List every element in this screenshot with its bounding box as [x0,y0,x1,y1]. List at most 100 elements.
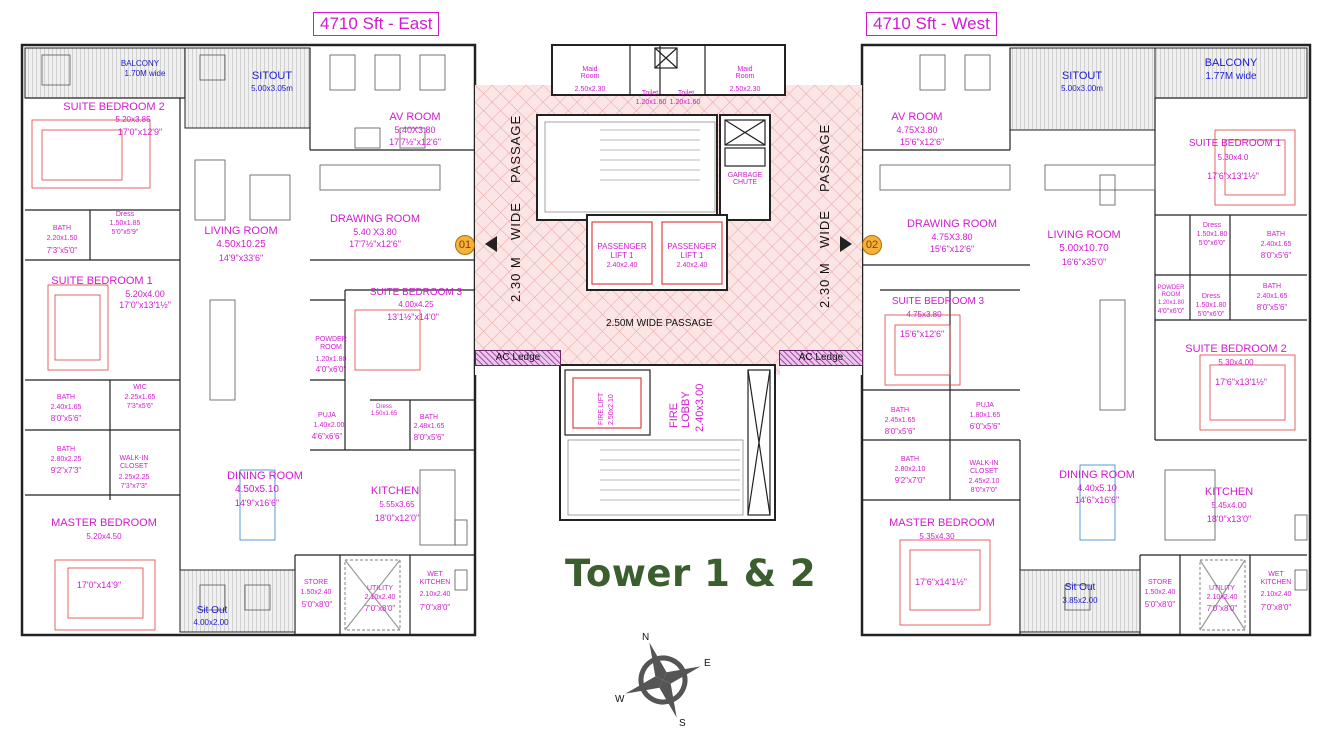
w-av-room-name: AV ROOM [891,111,943,123]
w-drawing-name: DRAWING ROOM [906,218,998,230]
w-dress2-dim: 1.50x1.80 [1195,302,1227,309]
compass-e: E [704,658,711,669]
e-bath4-dim: 2.80x2.25 [50,456,82,463]
e-dress1-dim: 1.50x1.85 [109,220,141,227]
toilet-left-name: Toilet [641,90,659,97]
e-av-room-ft: 17'7½"x12'6" [389,137,441,147]
e-suite1-ft: 17'0"x13'1½" [119,300,171,310]
toilet-right-name: Toilet [677,90,695,97]
w-sitout2-dim: 3.85x2.00 [1062,596,1098,605]
maid-room-right-name: Maid Room [735,66,755,80]
w-powder-dim: 1.20x1.80 [1157,300,1185,306]
e-suite1-name: SUITE BEDROOM 1 [51,275,153,287]
e-bath3-name: BATH [419,414,439,421]
e-wic-name: WIC [133,384,147,391]
e-sitout-dim: 5.00x3.05m [251,84,293,93]
w-powder-name: POWDER ROOM [1157,285,1185,298]
w-bath2-ft: 8'0"x5'6" [1256,303,1288,312]
w-walkin-ft: 8'0"x7'0" [970,487,998,494]
e-utility-dim: 2.10x2.40 [364,594,396,601]
e-walkin-ft: 7'3"x7'3" [120,483,148,490]
maid-room-left-name: Maid Room [580,66,600,80]
compass-icon [625,642,701,718]
w-suite3-name: SUITE BEDROOM 3 [891,296,985,307]
e-bath1-ft: 7'3"x5'0" [46,246,78,255]
w-utility-ft: 7'0"x8'0" [1206,604,1238,613]
east-furniture [31,54,468,631]
e-drawing-ft: 17'7½"x12'6" [349,239,401,249]
w-bath3-name: BATH [890,407,910,414]
e-master-dim: 5.20x4.50 [86,532,122,541]
w-av-room-dim: 4.75X3.80 [896,125,938,135]
w-dress1-dim: 1.50x1.80 [1196,231,1228,238]
w-balcony-dim: 1.77M wide [1205,71,1257,82]
w-dining-name: DINING ROOM [1059,469,1135,481]
e-store-dim: 1.50x2.40 [300,589,332,596]
e-utility-ft: 7'0"x8'0" [364,604,396,613]
e-utility-name: UTILITY [366,585,394,592]
w-walkin-name: WALK-IN CLOSET [969,460,999,476]
w-suite2-dim: 5.30x4.00 [1218,358,1254,367]
e-bath1-dim: 2.20x1.50 [46,235,78,242]
w-kitchen-name: KITCHEN [1204,486,1254,498]
east-unit-marker: 01 [455,235,475,255]
e-powder-dim: 1.20x1.80 [315,356,347,363]
w-av-room-ft: 15'6"x12'6" [899,137,945,147]
tower-title: Tower 1 & 2 [565,552,817,595]
e-suite3-name: SUITE BEDROOM 3 [369,287,463,298]
w-sitout-dim: 5.00x3.00m [1061,84,1103,93]
fire-lobby-dim: 2.40x3.00 [694,383,706,432]
passage-right-label: PASSAGE [817,123,832,192]
e-wic-ft: 7'3"x5'6" [126,403,154,410]
w-suite3-ft: 15'6"x12'6" [899,329,945,339]
w-dress2-ft: 5'0"x6'0" [1197,311,1225,318]
w-powder-ft: 4'0"x6'0" [1157,308,1185,315]
w-suite2-name: SUITE BEDROOM 2 [1185,343,1287,355]
entry-arrows [485,236,852,252]
w-suite2-ft: 17'6"x13'1½" [1215,377,1267,387]
e-wetkitchen-ft: 7'0"x8'0" [419,603,451,612]
w-bath2-dim: 2.40x1.65 [1256,293,1288,300]
w-suite3-dim: 4.75x3.80 [906,310,942,319]
w-bath2-name: BATH [1262,283,1282,290]
w-bath4-ft: 9'2"x7'0" [894,476,926,485]
w-bath1-ft: 8'0"x5'6" [1260,251,1292,260]
e-store-ft: 5'0"x8'0" [301,600,333,609]
e-balcony-name: BALCONY [120,59,160,68]
w-wetkitchen-name: WET KITCHEN [1260,571,1292,587]
w-puja-dim: 1.80x1.65 [969,412,1001,419]
e-av-room-dim: 5.40X3.80 [394,125,436,135]
e-wic-dim: 2.25x1.65 [124,394,156,401]
w-wetkitchen-ft: 7'0"x8'0" [1260,603,1292,612]
lift2-dim: 2.40x2.40 [676,262,708,269]
e-puja-dim: 1.40x2.00 [313,422,345,429]
e-suite1-dim: 5.20x4.00 [125,289,165,299]
e-bath3-ft: 8'0"x5'6" [413,433,445,442]
w-drawing-ft: 15'6"x12'6" [929,244,975,254]
e-dress1-ft: 5'0"x5'9" [111,229,139,236]
e-bath2-dim: 2.40x1.65 [50,404,82,411]
e-powder-name: POWDER ROOM [315,336,347,352]
e-sitout2-name: Sit Out [196,605,228,616]
compass-n: N [642,632,650,643]
west-unit-marker: 02 [862,235,882,255]
w-utility-name: UTILITY [1208,585,1236,592]
w-master-ft: 17'6"x14'1½" [915,577,967,587]
e-master-ft: 17'0"x14'9" [76,580,122,590]
e-bath3-dim: 2.48x1.65 [413,423,445,430]
e-suite3-dim: 4.00x4.25 [398,300,434,309]
w-wetkitchen-dim: 2.10x2.40 [1260,591,1292,598]
w-master-dim: 5.35x4.30 [919,532,955,541]
w-dress2-name: Dress [1201,293,1221,300]
e-av-room-name: AV ROOM [389,111,441,123]
e-bath1-name: BATH [52,225,72,232]
e-bath2-ft: 8'0"x5'6" [50,414,82,423]
e-dining-ft: 14'9"x16'6" [234,498,280,508]
e-sitout-name: SITOUT [251,70,293,82]
w-drawing-dim: 4.75X3.80 [931,232,973,242]
e-walkin-dim: 2.25x2.25 [118,474,150,481]
w-suite1-ft: 17'6"x13'1½" [1207,171,1259,181]
w-bath3-ft: 8'0"x5'6" [884,427,916,436]
e-living-name: LIVING ROOM [204,225,278,237]
